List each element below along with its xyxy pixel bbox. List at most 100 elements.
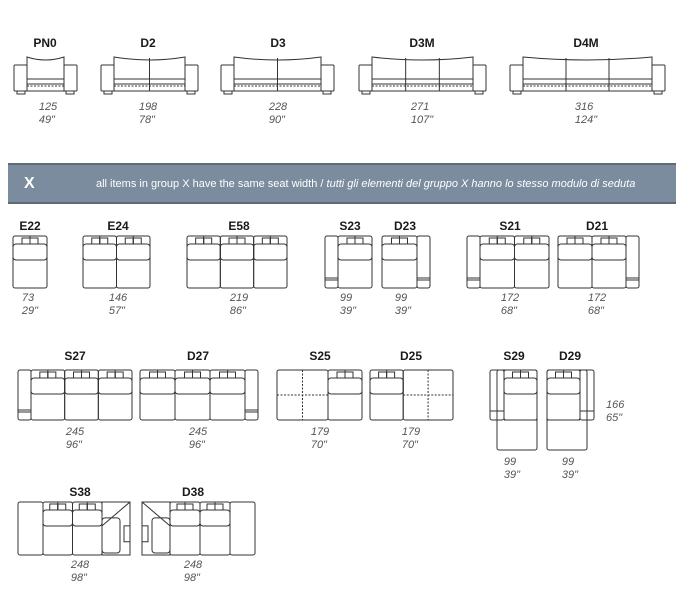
module-code: D23	[393, 219, 417, 233]
sofa-diagram	[17, 369, 133, 421]
width-inches: 49"	[38, 114, 55, 126]
module-code: S21	[499, 219, 521, 233]
sofa-diagram	[12, 235, 48, 289]
width-inches: 96"	[65, 439, 82, 451]
module-code: E24	[107, 219, 129, 233]
width-cm: 99	[339, 292, 353, 304]
group-text-it: tutti gli elementi del gruppo X hanno lo…	[326, 178, 636, 190]
module-code: D4M	[573, 36, 599, 50]
sofa-diagram	[324, 235, 373, 289]
module-code: S27	[64, 349, 86, 363]
width-cm: 172	[587, 292, 607, 304]
sofa-diagram	[13, 56, 78, 95]
width-cm: 248	[70, 559, 90, 571]
width-inches: 29"	[21, 305, 39, 317]
module-code: S38	[69, 485, 91, 499]
module-code: E22	[19, 219, 41, 233]
width-cm: 179	[310, 426, 330, 438]
width-cm: 198	[138, 101, 158, 113]
width-inches: 70"	[310, 439, 327, 451]
module-code: D3	[270, 36, 286, 50]
width-inches: 124"	[574, 114, 598, 126]
sofa-diagram	[186, 235, 288, 289]
width-inches: 39"	[339, 305, 357, 317]
sofa-diagram	[466, 235, 550, 289]
width-inches: 78"	[138, 114, 155, 126]
width-cm: 219	[229, 292, 249, 304]
sofa-diagram	[139, 369, 259, 421]
depth-inches: 65"	[606, 412, 623, 424]
width-inches: 39"	[394, 305, 412, 317]
sofa-diagram	[141, 501, 256, 556]
width-cm: 73	[21, 292, 35, 304]
width-inches: 107"	[410, 114, 434, 126]
width-inches: 98"	[70, 572, 87, 584]
width-inches: 70"	[401, 439, 418, 451]
group-x-banner: X all items in group X have the same sea…	[8, 163, 676, 204]
width-inches: 57"	[108, 305, 125, 317]
width-inches: 86"	[229, 305, 246, 317]
width-cm: 172	[500, 292, 520, 304]
module-code: PN0	[33, 36, 57, 50]
module-code: D3M	[409, 36, 435, 50]
width-inches: 68"	[500, 305, 517, 317]
sofa-diagram	[381, 235, 431, 289]
module-code: S25	[309, 349, 331, 363]
width-cm: 146	[108, 292, 128, 304]
sofa-diagram	[557, 235, 640, 289]
width-inches: 98"	[183, 572, 200, 584]
sofa-diagram	[546, 369, 595, 451]
width-cm: 99	[394, 292, 408, 304]
width-cm: 271	[410, 101, 430, 113]
module-code: D29	[558, 349, 582, 363]
width-inches: 68"	[587, 305, 604, 317]
sofa-diagram	[82, 235, 151, 289]
width-cm: 179	[401, 426, 421, 438]
module-code: S29	[503, 349, 525, 363]
group-text-en: all items in group X have the same seat …	[96, 178, 327, 190]
width-cm: 316	[574, 101, 594, 113]
sofa-diagram	[509, 56, 666, 95]
width-inches: 96"	[188, 439, 205, 451]
sofa-diagram	[369, 369, 454, 421]
width-cm: 99	[503, 456, 517, 468]
module-code: D27	[186, 349, 210, 363]
width-inches: 90"	[268, 114, 285, 126]
sofa-diagram	[489, 369, 538, 451]
width-cm: 248	[183, 559, 203, 571]
width-inches: 39"	[561, 469, 579, 481]
sofa-diagram	[358, 56, 487, 95]
sofa-diagram	[17, 501, 131, 556]
width-inches: 39"	[503, 469, 521, 481]
sofa-diagram	[220, 56, 335, 95]
width-cm: 245	[188, 426, 208, 438]
module-code: D2	[140, 36, 156, 50]
module-code: D21	[585, 219, 609, 233]
width-cm: 99	[561, 456, 575, 468]
group-description: all items in group X have the same seat …	[96, 178, 635, 190]
width-cm: 245	[65, 426, 85, 438]
module-code: S23	[339, 219, 361, 233]
module-code: D25	[399, 349, 423, 363]
module-code: E58	[228, 219, 250, 233]
sofa-diagram	[276, 369, 363, 421]
depth-cm: 166	[606, 399, 625, 411]
